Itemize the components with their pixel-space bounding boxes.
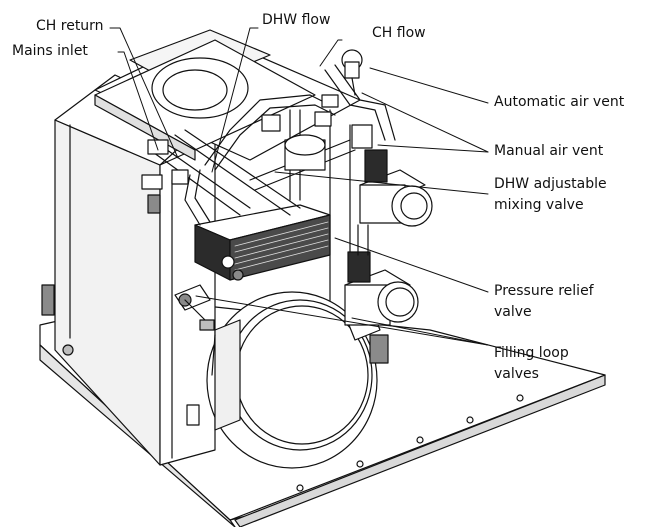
flue-collar <box>94 39 316 161</box>
label-mains-inlet: Mains inlet <box>12 43 88 59</box>
automatic-air-vent <box>341 49 363 96</box>
label-automatic-air-vent: Automatic air vent <box>494 94 625 110</box>
label-pressure-relief-line2: valve <box>494 304 532 320</box>
plate-heat-exchanger <box>194 204 331 281</box>
label-filling-loop-line1: Filling loop <box>494 345 569 361</box>
pipework <box>141 64 396 281</box>
label-dhw-mixing-valve-line2: mixing valve <box>494 197 584 213</box>
leader-lines <box>109 27 489 346</box>
label-pressure-relief-line1: Pressure relief <box>494 283 594 299</box>
label-ch-flow: CH flow <box>372 25 426 41</box>
label-dhw-flow: DHW flow <box>262 12 331 28</box>
label-filling-loop-line2: valves <box>494 366 539 382</box>
expansion-vessel <box>186 291 378 469</box>
label-dhw-mixing-valve-line1: DHW adjustable <box>494 176 607 192</box>
label-ch-return: CH return <box>36 18 104 34</box>
label-manual-air-vent: Manual air vent <box>494 143 604 159</box>
pump-upper <box>359 149 433 227</box>
